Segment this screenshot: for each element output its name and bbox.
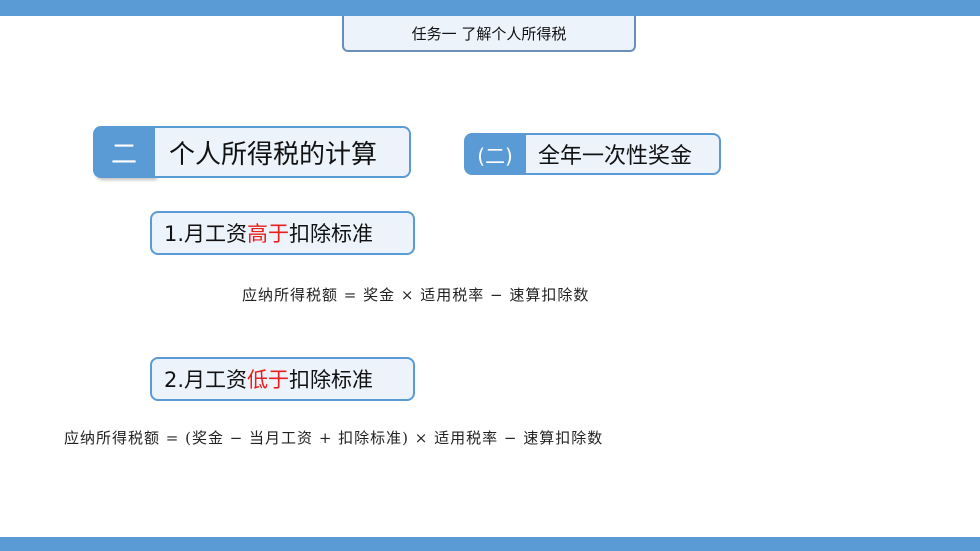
case-2-highlight: 低于 — [247, 368, 290, 392]
subsection-number: (二) — [464, 133, 526, 175]
task-title: 任务一 了解个人所得税 — [342, 16, 636, 52]
case-1-highlight: 高于 — [247, 222, 290, 246]
section-heading: 二 个人所得税的计算 — [93, 126, 411, 178]
formula-1: 应纳所得税额 = 奖金 × 适用税率 − 速算扣除数 — [242, 286, 590, 304]
case-2-suffix: 扣除标准 — [289, 368, 374, 392]
case-2-prefix: 2.月工资 — [164, 368, 248, 392]
case-1-suffix: 扣除标准 — [289, 222, 374, 246]
section-number: 二 — [93, 126, 155, 178]
formula-2: 应纳所得税额 = (奖金 − 当月工资 + 扣除标准) × 适用税率 − 速算扣… — [64, 429, 604, 447]
case-1-heading: 1.月工资高于扣除标准 — [150, 211, 415, 255]
bottom-bar — [0, 537, 980, 551]
top-bar — [0, 0, 980, 16]
task-title-text: 任务一 了解个人所得税 — [411, 24, 567, 43]
subsection-title: 全年一次性奖金 — [526, 133, 721, 175]
case-2-heading: 2.月工资低于扣除标准 — [150, 357, 415, 401]
subsection-heading: (二) 全年一次性奖金 — [464, 133, 721, 175]
section-title: 个人所得税的计算 — [155, 126, 411, 178]
case-1-prefix: 1.月工资 — [164, 222, 248, 246]
